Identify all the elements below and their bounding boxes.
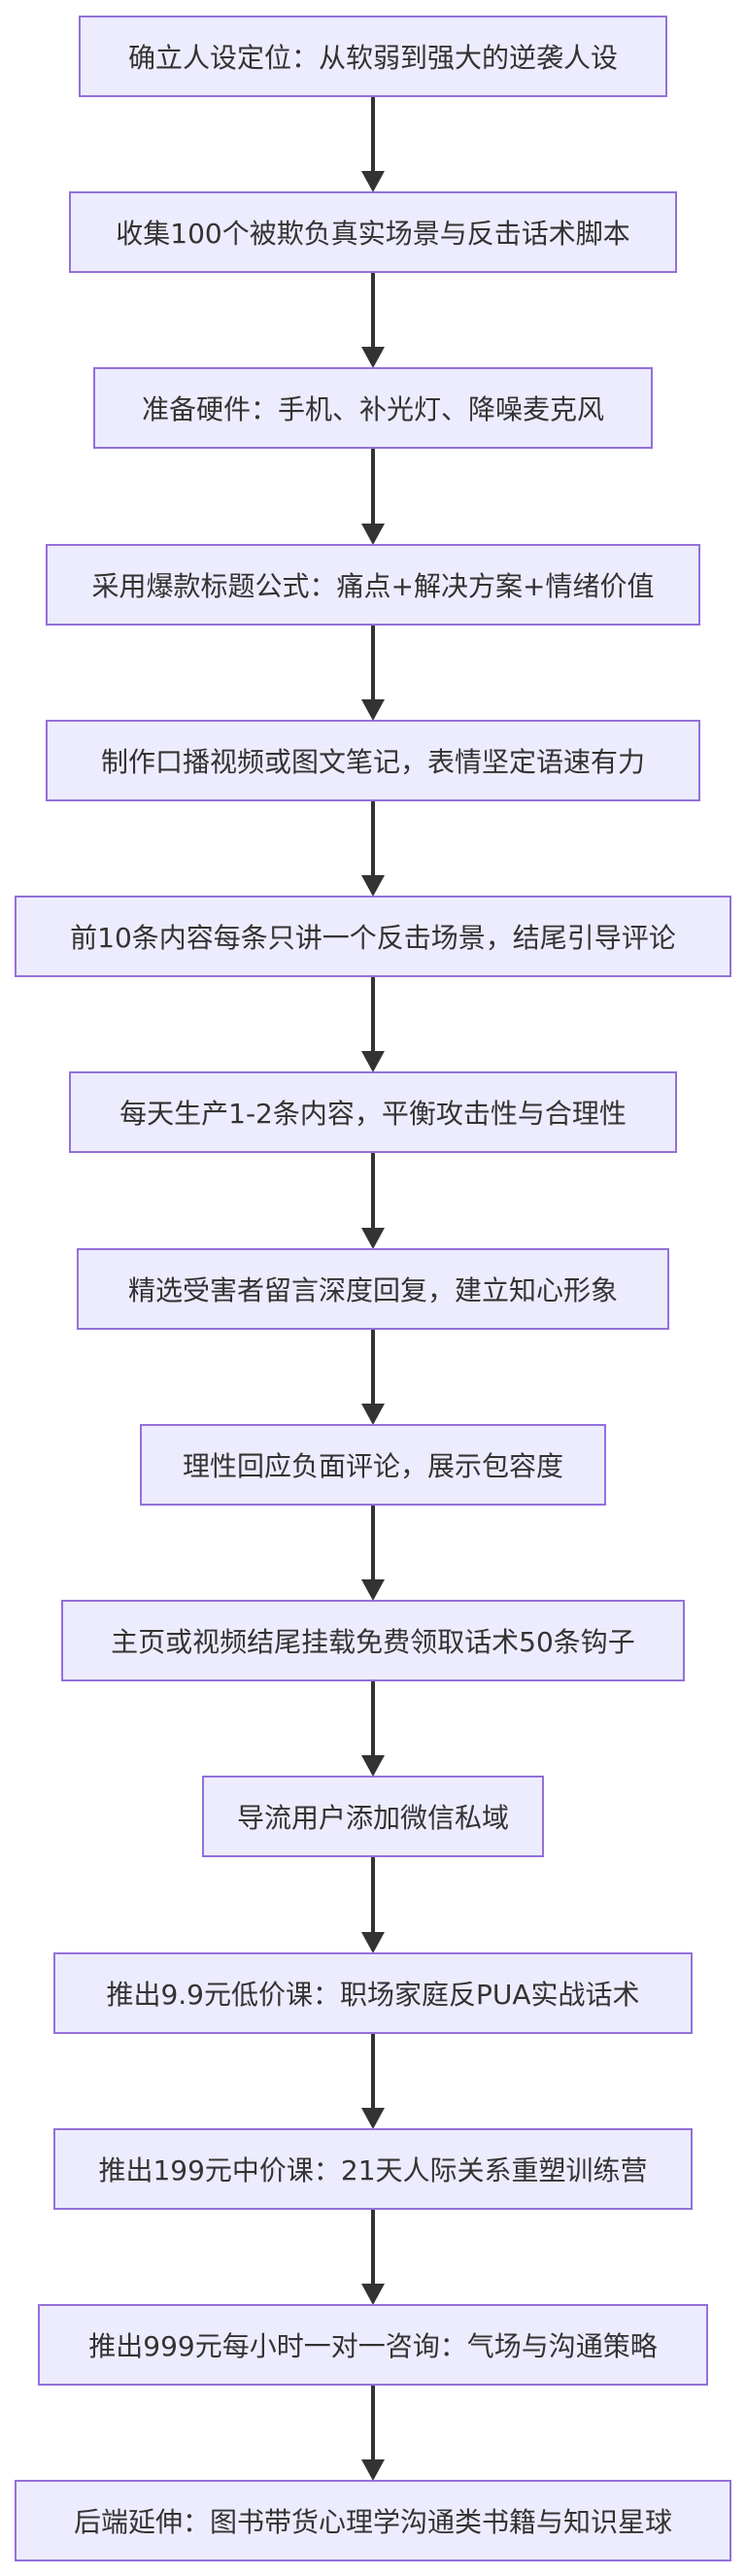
flow-node-12: 推出9.9元低价课：职场家庭反PUA实战话术 xyxy=(53,1952,693,2034)
flow-node-14: 推出999元每小时一对一咨询：气场与沟通策略 xyxy=(38,2304,708,2386)
flow-node-6: 前10条内容每条只讲一个反击场景，结尾引导评论 xyxy=(15,896,731,977)
flow-node-9: 理性回应负面评论，展示包容度 xyxy=(140,1424,606,1506)
flow-node-10: 主页或视频结尾挂载免费领取话术50条钩子 xyxy=(61,1600,685,1681)
flow-node-2: 收集100个被欺负真实场景与反击话术脚本 xyxy=(69,191,677,273)
flow-node-5: 制作口播视频或图文笔记，表情坚定语速有力 xyxy=(46,720,700,801)
flow-node-11: 导流用户添加微信私域 xyxy=(202,1776,544,1857)
flow-node-3: 准备硬件：手机、补光灯、降噪麦克风 xyxy=(93,367,653,449)
flow-node-8: 精选受害者留言深度回复，建立知心形象 xyxy=(77,1248,669,1330)
flow-node-4: 采用爆款标题公式：痛点+解决方案+情绪价值 xyxy=(46,544,700,626)
flow-node-13: 推出199元中价课：21天人际关系重塑训练营 xyxy=(53,2128,693,2210)
flow-node-7: 每天生产1-2条内容，平衡攻击性与合理性 xyxy=(69,1071,677,1153)
flow-node-1: 确立人设定位：从软弱到强大的逆袭人设 xyxy=(79,16,667,97)
flow-node-15: 后端延伸：图书带货心理学沟通类书籍与知识星球 xyxy=(15,2480,731,2561)
